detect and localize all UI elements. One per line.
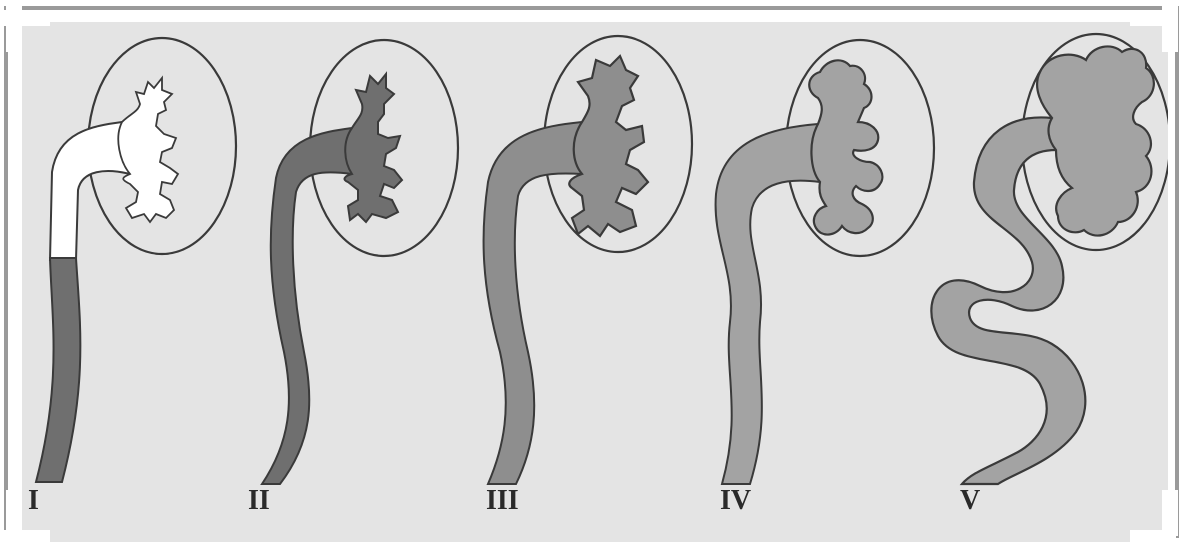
grade-v-illustration (931, 34, 1168, 484)
corner-marker-top-left-v (6, 6, 22, 52)
grade-label-iii: III (486, 485, 519, 517)
corner-marker-bottom-right-v (1162, 490, 1178, 536)
grade-ii-collecting-system (345, 74, 402, 222)
grade-label-iv: IV (720, 485, 751, 517)
grade-iii-illustration (484, 36, 692, 484)
grade-ii-ureter (262, 128, 352, 484)
grade-iv-illustration (716, 40, 934, 484)
grade-label-ii: II (248, 485, 270, 517)
grade-iv-collecting-system (809, 60, 882, 234)
grade-iv-ureter (716, 124, 820, 484)
grade-label-v: V (960, 485, 980, 517)
corner-marker-bottom-left-v (6, 490, 22, 536)
grade-i-ureter-reflux (36, 258, 80, 482)
grade-iii-collecting-system (569, 56, 648, 236)
reflux-grades-diagram (22, 22, 1168, 492)
grade-ii-illustration (262, 40, 458, 484)
grade-i-collecting-system (118, 78, 178, 222)
grade-v-collecting-system (1037, 46, 1154, 235)
grade-label-i: I (28, 485, 39, 517)
grade-i-illustration (36, 38, 236, 482)
grade-iii-ureter (484, 122, 582, 484)
